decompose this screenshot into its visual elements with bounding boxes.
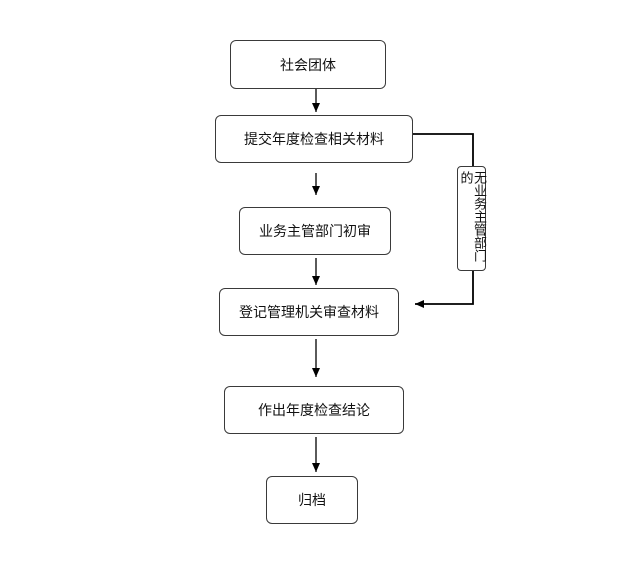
node-social-organization: 社会团体 (230, 40, 386, 89)
node-supervisor-review: 业务主管部门初审 (239, 207, 391, 255)
bypass-label: 无业务主管部门的 (457, 171, 487, 262)
node-label: 作出年度检查结论 (258, 403, 370, 419)
node-inspection-conclusion: 作出年度检查结论 (224, 386, 404, 434)
bypass-label-box: 无业务主管部门的 (457, 166, 486, 271)
node-label: 社会团体 (280, 57, 336, 74)
node-registry-review: 登记管理机关审查材料 (219, 288, 399, 336)
node-submit-materials: 提交年度检查相关材料 (215, 115, 413, 163)
node-label: 归档 (298, 493, 326, 509)
node-label: 提交年度检查相关材料 (244, 132, 384, 148)
node-label: 登记管理机关审查材料 (239, 305, 379, 321)
node-label: 业务主管部门初审 (259, 224, 371, 240)
node-archive: 归档 (266, 476, 358, 524)
